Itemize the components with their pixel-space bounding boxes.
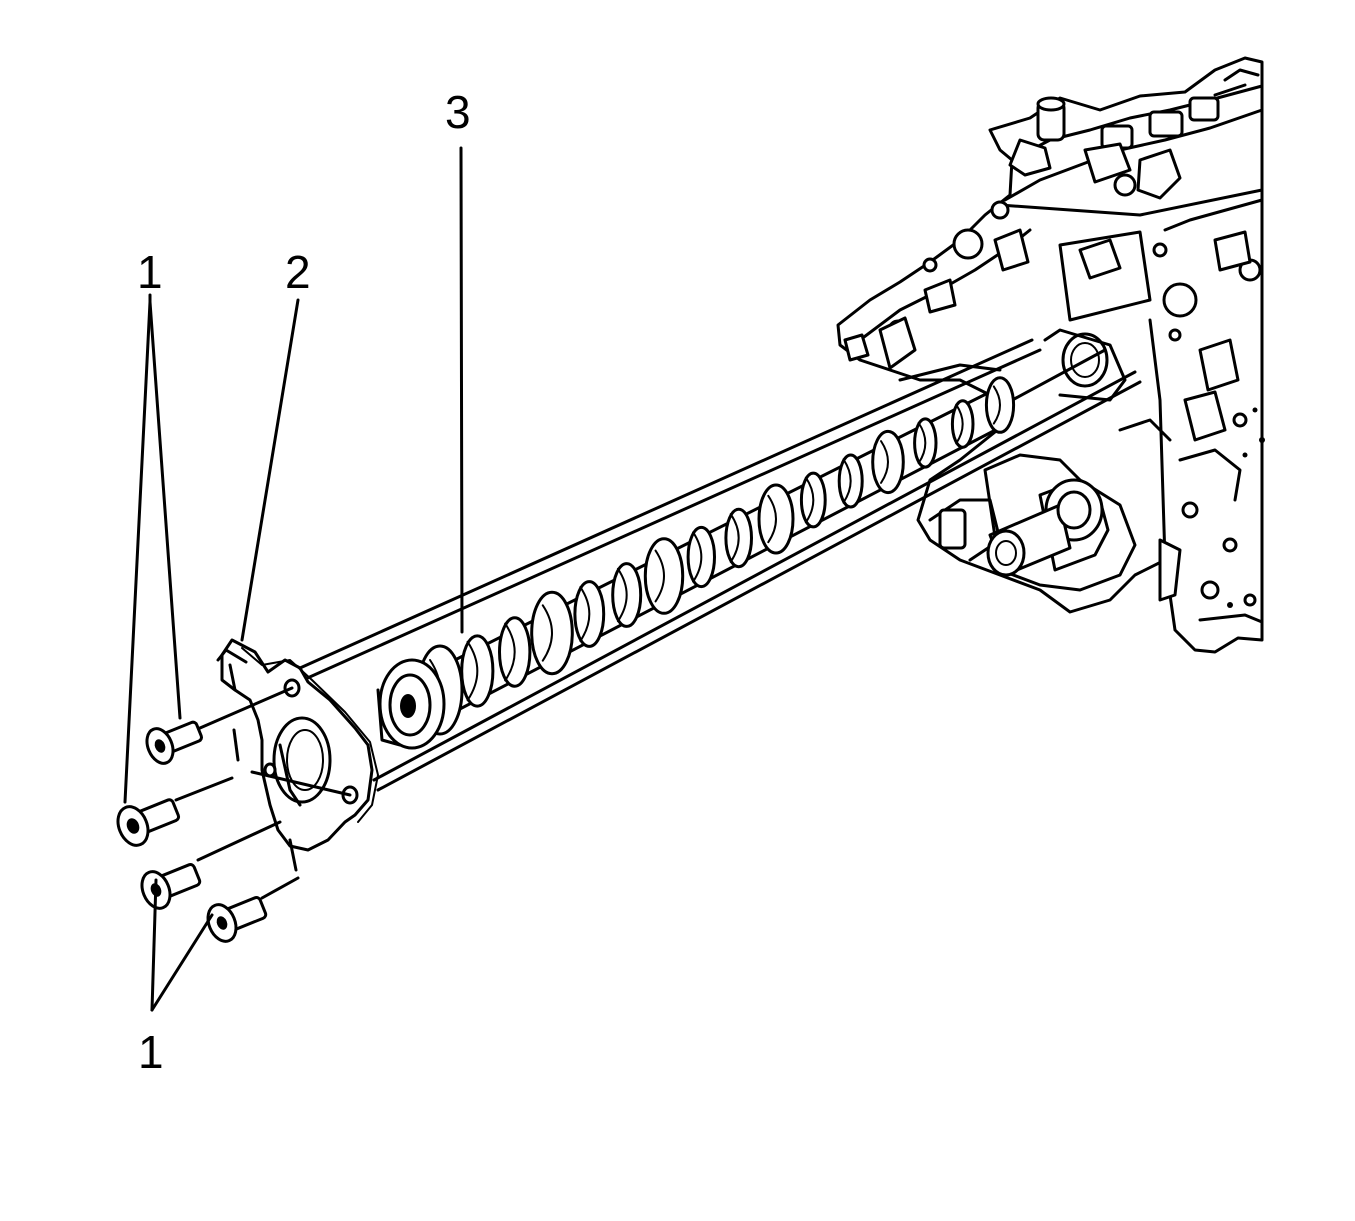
callout-camshaft-label: 3 [445,86,471,138]
bolt-2 [116,798,181,847]
cam-lobe-shading [767,494,777,544]
cam-lobe-shading [579,586,591,642]
cam-lobe-shading [804,476,815,524]
cam-lobe-shading [842,458,852,504]
cam-lobe-shading [654,549,665,603]
cam-lobe-shading [880,440,889,484]
cam-lobe-shading [692,531,703,583]
cam-lobe-shading [466,640,479,702]
cam-lobe-shading [992,385,1001,425]
retainer-plate [216,638,379,852]
bolt-1 [145,720,203,765]
cam-lobe-shading [917,421,927,465]
engine-block [836,56,1265,654]
cam-lobe-shading [955,403,964,445]
camshaft [376,376,1016,750]
bolt-4 [206,896,268,943]
callout-bolts-bottom-label: 1 [138,1026,164,1078]
callout-gasket-label: 2 [285,246,311,298]
cam-lobe-shading [504,622,516,682]
callout-leaders [123,146,464,1012]
cam-lobe-shading [541,604,553,662]
bolt-alignment-lines [174,686,352,900]
bolt-3 [140,863,202,910]
cam-lobe-shading [729,513,740,563]
cam-lobe-shading [616,567,628,623]
callout-bolts-top-label: 1 [137,246,163,298]
